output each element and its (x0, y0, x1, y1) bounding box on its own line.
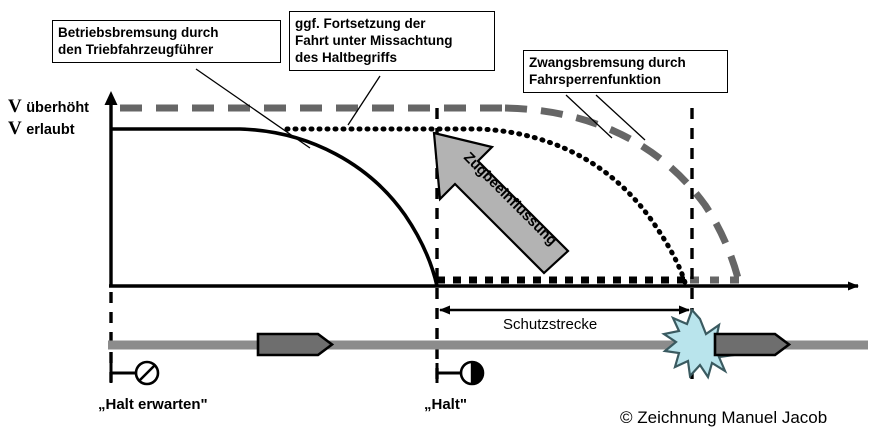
train-collided (713, 332, 792, 357)
callout-line: Betriebsbremsung durch (58, 25, 219, 40)
curve-overspeed-dashed (504, 104, 744, 287)
leader-continued-run (347, 75, 381, 126)
leader-emergency-2 (595, 94, 646, 141)
callout-line: Fahrt unter Missachtung (295, 33, 453, 48)
signal-distant[interactable] (109, 360, 160, 386)
zugbeeinflussung-arrow: Zugbeeinflussung (432, 131, 570, 275)
signal-label-halt: „Halt" (424, 396, 467, 413)
signal-main[interactable] (435, 360, 485, 386)
callout-continued-run: ggf. Fortsetzung der Fahrt unter Missach… (289, 11, 495, 71)
leader-emergency-1 (565, 94, 613, 139)
callout-line: Fahrsperrenfunktion (529, 72, 662, 87)
leader-service-braking (195, 68, 311, 149)
curve-continued-run (284, 126, 689, 289)
curve-service-braking (111, 127, 439, 287)
callout-line: Zwangsbremsung durch (529, 55, 686, 70)
schutzstrecke-label: Schutzstrecke (503, 316, 598, 333)
v-symbol: V (8, 118, 22, 139)
signal-label-halt-erwarten: „Halt erwarten" (98, 396, 208, 413)
callout-line: des Haltbegriffs (295, 50, 398, 65)
v-overspeed-text: überhöht (26, 100, 90, 116)
callout-line: den Triebfahrzeugführer (58, 42, 214, 57)
y-axis-arrowhead (104, 91, 118, 105)
callout-service-braking: Betriebsbremsung durch den Triebfahrzeug… (52, 20, 281, 63)
label-v-ueberhoeht: V überhöht (8, 96, 89, 118)
train-approaching (256, 332, 335, 357)
callout-line: ggf. Fortsetzung der (295, 16, 426, 31)
v-allowed-text: erlaubt (26, 122, 75, 138)
copyright-notice: © Zeichnung Manuel Jacob (620, 408, 828, 427)
label-v-erlaubt: V erlaubt (8, 118, 75, 140)
v-symbol: V (8, 96, 22, 117)
callout-emergency-braking: Zwangsbremsung durch Fahrsperrenfunktion (523, 50, 728, 93)
